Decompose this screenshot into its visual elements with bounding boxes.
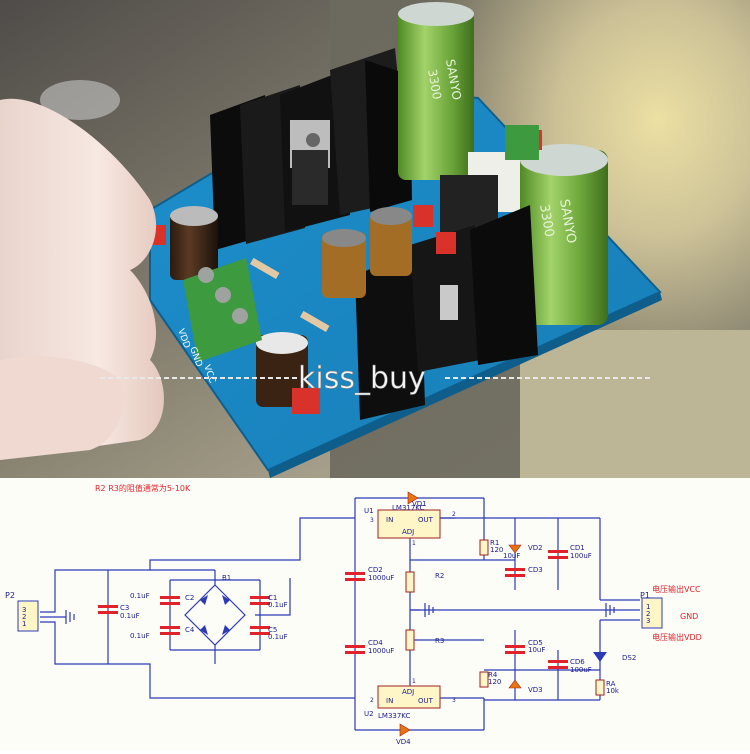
connector-p2: 3 2 1 P2 <box>5 591 39 632</box>
c1-ref: C1 <box>268 594 277 602</box>
bridge-ref: B1 <box>222 574 231 582</box>
component-labels: C3 0.1uF C2 0.1uF C4 0.1uF C1 0.1uF C5 0… <box>120 500 636 746</box>
u2-out: OUT <box>418 697 434 705</box>
u1-pin-out: 2 <box>452 511 456 518</box>
cd3-ref: CD3 <box>528 566 543 574</box>
heatsink-top <box>210 48 412 250</box>
watermark: kiss_buy <box>100 361 650 396</box>
u2-part: LM337KC <box>378 712 411 720</box>
resistor-photo-1 <box>250 257 280 279</box>
r3-ref: R3 <box>435 637 444 645</box>
u1-pin-adj: 1 <box>412 540 416 547</box>
u2-adj: ADJ <box>402 688 414 696</box>
bridge-diodes <box>200 595 230 635</box>
u1-pin-in: 3 <box>370 517 374 524</box>
red-cap-2 <box>413 205 433 227</box>
schematic: 3 2 1 P2 1 2 3 P1 IN OUT ADJ U1 LM317KC … <box>0 478 750 750</box>
c2-val: 0.1uF <box>130 592 150 600</box>
vd3-label: VD3 <box>528 686 543 694</box>
cd6-val: 100uF <box>570 666 592 674</box>
p2-pin-1: 1 <box>22 620 26 628</box>
cd1-val: 100uF <box>570 552 592 560</box>
led-ds2 <box>593 652 607 662</box>
ra-val: 10k <box>606 687 620 695</box>
c5-ref: C5 <box>268 626 277 634</box>
p2-pin-2: 2 <box>22 613 26 621</box>
cd5-ref: CD5 <box>528 639 543 647</box>
red-cap-3 <box>436 232 456 254</box>
output-labels: R2 R3的阻值通常为5-10K 电压输出VCC GND 电压输出VDD <box>95 483 702 642</box>
cd1-ref: CD1 <box>570 544 585 552</box>
diode-symbols <box>399 491 522 737</box>
u1-ref: U1 <box>364 507 374 515</box>
vcc-label: 电压输出VCC <box>652 584 701 594</box>
u2-in: IN <box>386 697 393 705</box>
c3-val: 0.1uF <box>120 612 140 620</box>
wires <box>40 497 640 731</box>
vd1-label: VD1 <box>412 500 427 508</box>
u1-out: OUT <box>418 516 434 524</box>
cd4-val: 1000uF <box>368 647 394 655</box>
product-photo: SANYO 3300 SANYO 3300 <box>0 0 750 478</box>
r4-ref: R4 <box>488 671 498 679</box>
connector-p1: 1 2 3 P1 <box>640 591 663 629</box>
terminal-block: VDD GND VCC <box>175 258 262 385</box>
p1-pin-1: 1 <box>646 603 650 611</box>
cd2-ref: CD2 <box>368 566 383 574</box>
terminal-small <box>505 125 539 160</box>
schematic-svg: 3 2 1 P2 1 2 3 P1 IN OUT ADJ U1 LM317KC … <box>5 483 702 746</box>
capacitor-small-mid <box>322 207 412 298</box>
u1-adj: ADJ <box>402 528 414 536</box>
vd4-label: VD4 <box>396 738 411 746</box>
cd5-val: 10uF <box>528 646 545 654</box>
regulator-u2: ADJ IN OUT U2 LM337KC 2 3 1 <box>364 678 456 720</box>
vd2-val: 10uF <box>503 552 520 560</box>
c4-ref: C4 <box>185 626 195 634</box>
u2-pin-adj: 1 <box>412 678 416 685</box>
cd6-ref: CD6 <box>570 658 585 666</box>
r1-val: 120 <box>490 546 503 554</box>
pcb-photo-svg: SANYO 3300 SANYO 3300 <box>0 0 750 478</box>
capacitor-small-left <box>170 206 218 280</box>
watermark-text: kiss_buy <box>298 361 426 396</box>
r1-ref: R1 <box>490 539 499 547</box>
c4-val: 0.1uF <box>130 632 150 640</box>
ds2-label: DS2 <box>622 654 636 662</box>
u2-pin-in: 2 <box>370 697 374 704</box>
p1-pin-3: 3 <box>646 617 650 625</box>
cap-value-2: 3300 <box>536 203 557 238</box>
ra-ref: RA <box>606 680 616 688</box>
p1-ref: P1 <box>640 591 650 600</box>
cd4-ref: CD4 <box>368 639 383 647</box>
ground-symbols <box>65 603 615 624</box>
capacitor-large-1: SANYO 3300 <box>398 2 474 180</box>
c5-val: 0.1uF <box>268 633 288 641</box>
red-cap-4 <box>292 388 320 414</box>
gnd-label: GND <box>680 612 698 621</box>
p2-ref: P2 <box>5 591 15 600</box>
u2-ref: U2 <box>364 710 374 718</box>
c3-ref: C3 <box>120 604 129 612</box>
capacitor-large-2: SANYO 3300 <box>520 144 608 325</box>
hand <box>0 98 164 460</box>
vdd-label: 电压输出VDD <box>652 632 702 642</box>
u1-in: IN <box>386 516 393 524</box>
vd2-label: VD2 <box>528 544 543 552</box>
heatsink-bottom <box>355 205 538 420</box>
c1-val: 0.1uF <box>268 601 288 609</box>
r2-ref: R2 <box>435 572 444 580</box>
u2-pin-out: 3 <box>452 697 456 704</box>
u1-part: LM317KC <box>392 504 425 512</box>
r4-val: 120 <box>488 678 501 686</box>
resistor-symbols <box>405 539 605 696</box>
resistor-photo-2 <box>300 310 330 332</box>
c2-ref: C2 <box>185 594 194 602</box>
capacitor-symbols <box>98 550 568 669</box>
cd2-val: 1000uF <box>368 574 394 582</box>
regulator-u1: IN OUT ADJ U1 LM317KC 3 2 1 <box>364 504 456 547</box>
cap-value-1: 3300 <box>425 68 444 101</box>
p2-pin-3: 3 <box>22 606 26 614</box>
p1-pin-2: 2 <box>646 610 650 618</box>
resistor-note: R2 R3的阻值通常为5-10K <box>95 483 191 493</box>
